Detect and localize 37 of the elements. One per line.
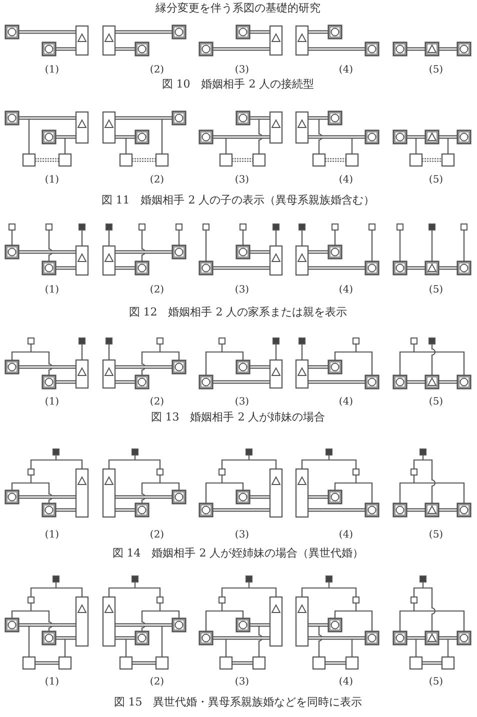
- subfigure-number: (1): [44, 284, 60, 296]
- subfigure-number: (3): [234, 676, 250, 688]
- subfigure-number: (2): [150, 530, 164, 540]
- subfigure-number: (5): [428, 174, 444, 186]
- figure-caption: 図 12 婚姻相手 2 人の家系または親を表示: [128, 304, 348, 320]
- subfigure-number: (3): [234, 396, 250, 408]
- subfigure-number: (4): [338, 396, 354, 408]
- subfigure-number: (5): [428, 530, 444, 540]
- figure-caption: 図 13 婚姻相手 2 人が姉妹の場合: [150, 410, 326, 424]
- figure-caption: 図 15 異世代婚・異母系親族婚などを同時に表示: [114, 694, 362, 710]
- subfigure-number: (2): [150, 64, 164, 76]
- subfigure-number: (2): [150, 284, 164, 296]
- subfigure-number: (3): [234, 284, 250, 296]
- subfigure-number: (3): [234, 64, 250, 76]
- subfigure-number: (1): [44, 530, 60, 540]
- subfigure-number: (4): [338, 174, 354, 186]
- subfigure-number: (1): [44, 174, 60, 186]
- figure-caption: 図 10 婚姻相手 2 人の接続型: [162, 76, 314, 92]
- page-header: 縁分変更を伴う系図の基礎的研究: [156, 0, 320, 16]
- subfigure-number: (4): [338, 64, 354, 76]
- subfigure-number: (2): [150, 174, 164, 186]
- figure-caption: 図 11 婚姻相手 2 人の子の表示（異母系親族婚含む）: [101, 192, 375, 208]
- subfigure-number: (1): [44, 396, 60, 408]
- subfigure-number: (5): [428, 676, 444, 688]
- subfigure-number: (5): [428, 396, 444, 408]
- subfigure-number: (1): [44, 64, 60, 76]
- subfigure-number: (2): [150, 396, 164, 408]
- subfigure-number: (4): [338, 676, 354, 688]
- subfigure-number: (1): [44, 676, 60, 688]
- subfigure-number: (5): [428, 284, 444, 296]
- subfigure-number: (2): [150, 676, 164, 688]
- subfigure-number: (3): [234, 530, 250, 540]
- figure-caption: 図 14 婚姻相手 2 人が姪姉妹の場合（異世代婚）: [112, 546, 364, 560]
- subfigure-number: (3): [234, 174, 250, 186]
- subfigure-number: (4): [338, 284, 354, 296]
- subfigure-number: (4): [338, 530, 354, 540]
- subfigure-number: (5): [428, 64, 444, 76]
